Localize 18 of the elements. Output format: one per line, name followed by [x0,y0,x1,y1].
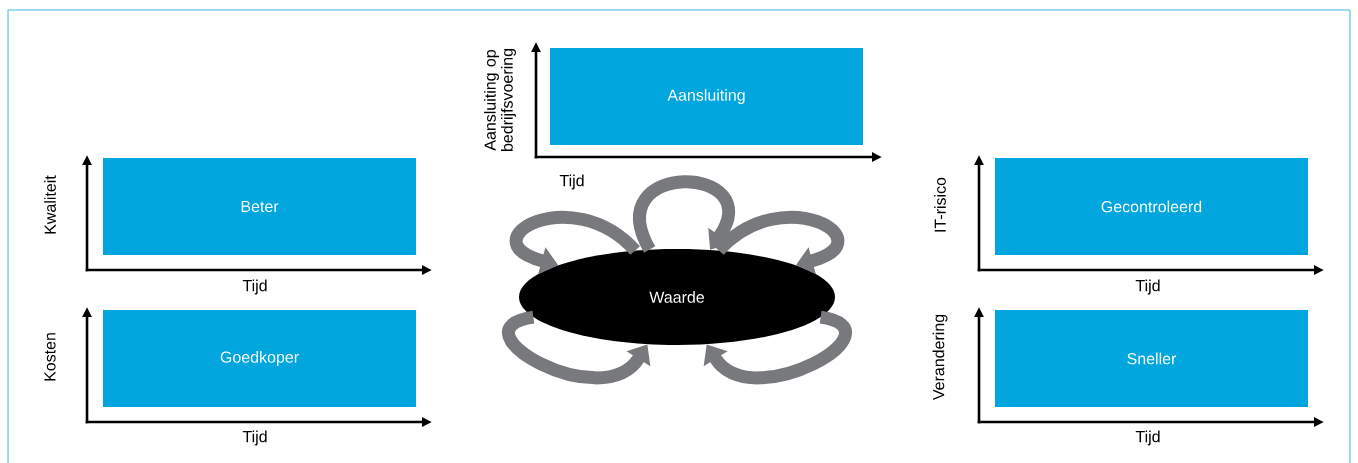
axis-label: Tijd [559,174,584,190]
curved-arrow [633,175,735,253]
curved-arrow [703,310,852,385]
value-box: Goedkoper [103,310,416,407]
axis-label: Tijd [242,279,267,295]
value-box: Aansluiting [550,48,863,145]
value-box: Sneller [995,310,1308,407]
axis-label: Verandering [932,314,948,401]
axis-label: Tijd [1135,279,1160,295]
axis-label: IT-risico [934,177,946,232]
value-box: Gecontroleerd [995,158,1308,255]
axis-label: Kwaliteit [44,175,56,234]
axis-label: Tijd [1135,430,1160,446]
axis-label: Kosten [44,333,56,381]
axis-label: Tijd [242,430,267,446]
axis-label: Aansluiting op bedrijfsvoering [484,49,516,151]
curved-arrow [714,210,845,275]
value-box: Beter [103,158,416,255]
